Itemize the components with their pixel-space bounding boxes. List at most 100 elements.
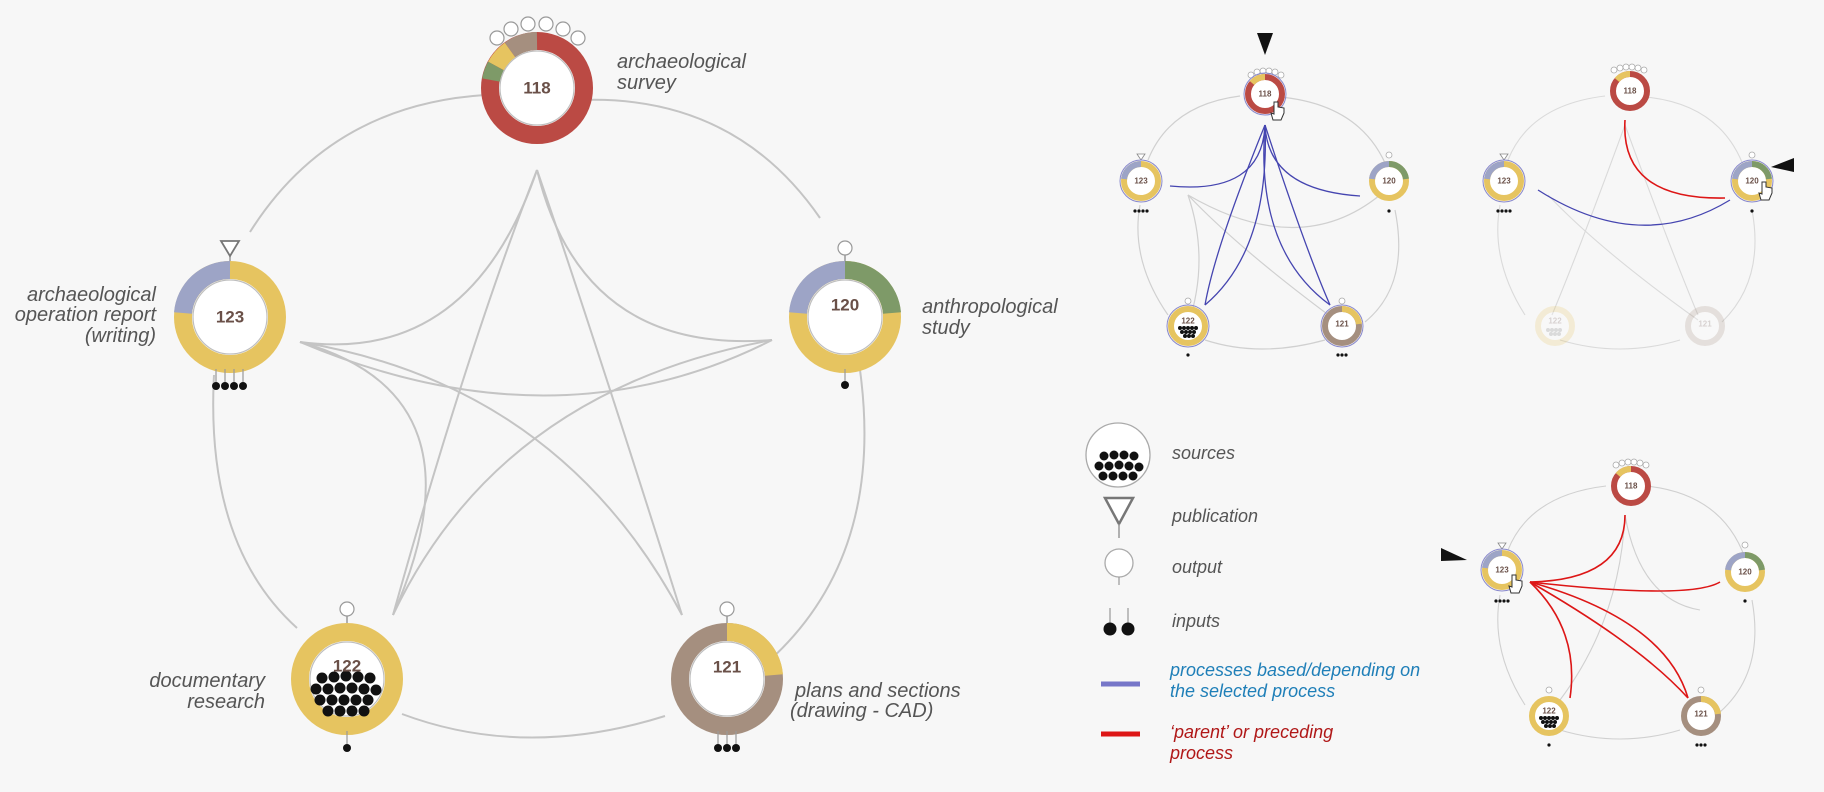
label-120-line1: anthropological — [922, 296, 1058, 318]
node-id: 118 — [1624, 87, 1637, 96]
mini-node-123[interactable]: 123 — [1482, 153, 1526, 213]
edge-inner-123-120 — [299, 339, 773, 397]
selection-arrow-icon — [1441, 548, 1467, 561]
ring-segment — [174, 260, 231, 315]
mini-node-121-faded[interactable]: 121 — [1685, 306, 1725, 346]
sources-dots-icon — [1094, 450, 1144, 481]
node-id: 123 — [1134, 177, 1148, 186]
small-diagram-118-selected: 118 123 120 122 — [1119, 33, 1409, 357]
triangle-publication-icon — [219, 240, 241, 258]
hand-pointer-icon — [1270, 101, 1285, 121]
legend-red-label-line2: process — [1169, 743, 1233, 763]
ring-segment — [488, 42, 516, 71]
ring-segment — [844, 260, 901, 315]
edge-118-120 — [581, 98, 821, 219]
output-pin-icon — [339, 601, 355, 617]
node-inner-rim — [499, 50, 575, 126]
node-inner-rim — [309, 641, 385, 717]
input-dots-icon — [212, 369, 247, 390]
mini-node-120[interactable]: 120 — [1725, 541, 1765, 603]
selection-arrow-icon — [1257, 33, 1273, 55]
node-id: 120 — [831, 296, 859, 315]
legend-inputs: inputs — [1103, 608, 1220, 636]
label-121-line2: (drawing - CAD) — [790, 700, 933, 722]
edge-122-123 — [212, 374, 298, 629]
legend-blue-edges: processes based/depending on the selecte… — [1101, 660, 1420, 701]
output-pin-icon — [503, 21, 519, 37]
output-pins — [489, 16, 586, 46]
mini-node-120[interactable]: 120 — [1369, 151, 1409, 213]
triangle-publication-icon — [1102, 496, 1136, 527]
mini-node-121[interactable]: 121 — [1681, 686, 1721, 747]
node-id: 120 — [1738, 568, 1752, 577]
edge-inner-123-122 — [299, 341, 427, 616]
input-dots-icon — [343, 731, 351, 752]
node-id: 121 — [713, 658, 741, 677]
node-inner-rim — [807, 279, 883, 355]
node-id: 120 — [1382, 177, 1396, 186]
edge-inner-120-122 — [392, 339, 773, 616]
mini-node-121[interactable]: 121 — [1320, 297, 1364, 357]
node-id: 122 — [333, 657, 361, 676]
legend-publication-label: publication — [1171, 506, 1258, 526]
output-pin-icon — [837, 240, 853, 256]
label-122-line2: research — [187, 691, 265, 713]
mini-node-120[interactable]: 120 — [1730, 151, 1774, 213]
small-diagram-120-selected: 118 123 120 122 121 — [1482, 63, 1794, 350]
mini-node-122[interactable]: 122 — [1166, 297, 1210, 357]
node-id: 118 — [1625, 482, 1638, 491]
mini-node-118[interactable]: 118 — [1610, 63, 1650, 111]
output-pin-icon — [489, 30, 505, 46]
label-123-line1: archaeological — [27, 284, 157, 306]
label-123-line3: (writing) — [85, 325, 156, 347]
mini-node-122-faded[interactable]: 122 — [1535, 306, 1575, 346]
node-id: 122 — [1548, 317, 1562, 326]
node-123[interactable]: 123 — [174, 240, 286, 390]
input-dots-icon — [714, 731, 740, 752]
mini-node-123[interactable]: 123 — [1480, 542, 1524, 603]
edge-123-118 — [249, 94, 486, 233]
legend-inputs-label: inputs — [1172, 611, 1220, 631]
node-id: 121 — [1698, 320, 1712, 329]
legend-blue-label-line1: processes based/depending on — [1169, 660, 1420, 680]
node-120[interactable]: 120 — [789, 240, 901, 389]
node-inner-rim — [689, 641, 765, 717]
legend: sources publication output inputs proces… — [1085, 422, 1420, 763]
output-pin-icon — [719, 601, 735, 617]
label-122-line1: documentary — [149, 670, 266, 692]
label-121-line1: plans and sections — [794, 680, 961, 702]
mini-node-123[interactable]: 123 — [1119, 153, 1163, 213]
legend-sources-label: sources — [1172, 443, 1235, 463]
node-inner-rim — [192, 279, 268, 355]
edge-inner-118-122 — [392, 169, 538, 616]
legend-red-label-line1: ‘parent’ or preceding — [1170, 722, 1333, 742]
edge-120-121 — [769, 369, 866, 661]
node-121[interactable]: 121 — [671, 601, 783, 752]
ring-segment — [789, 260, 846, 315]
label-120-line2: study — [922, 317, 971, 339]
selection-arrow-icon — [1771, 158, 1794, 172]
node-id: 123 — [1497, 177, 1511, 186]
label-123-line2: operation report — [15, 304, 158, 326]
node-id: 121 — [1335, 320, 1349, 329]
edge-inner-123-121 — [299, 341, 683, 616]
output-pin-icon — [1104, 548, 1134, 578]
ring-segment — [504, 32, 538, 58]
output-pin-icon — [520, 16, 536, 32]
legend-sources: sources — [1085, 422, 1235, 488]
main-diagram: 118 123 — [15, 16, 1058, 752]
input-dots-icon — [841, 369, 849, 389]
edge-121-122 — [401, 713, 666, 739]
legend-blue-label-line2: the selected process — [1170, 681, 1335, 701]
node-id: 122 — [1181, 317, 1195, 326]
edge-inner-118-120 — [536, 169, 773, 343]
node-118[interactable]: 118 — [481, 16, 593, 144]
mini-node-118[interactable]: 118 — [1611, 458, 1651, 506]
mini-node-122[interactable]: 122 — [1529, 686, 1569, 747]
edge-inner-118-123 — [299, 169, 538, 346]
main-inner-edges — [299, 169, 773, 616]
node-122[interactable]: 122 — [291, 601, 403, 752]
node-id: 121 — [1694, 710, 1708, 719]
label-118-line2: survey — [617, 72, 677, 94]
sources-dots-icon — [310, 670, 382, 717]
